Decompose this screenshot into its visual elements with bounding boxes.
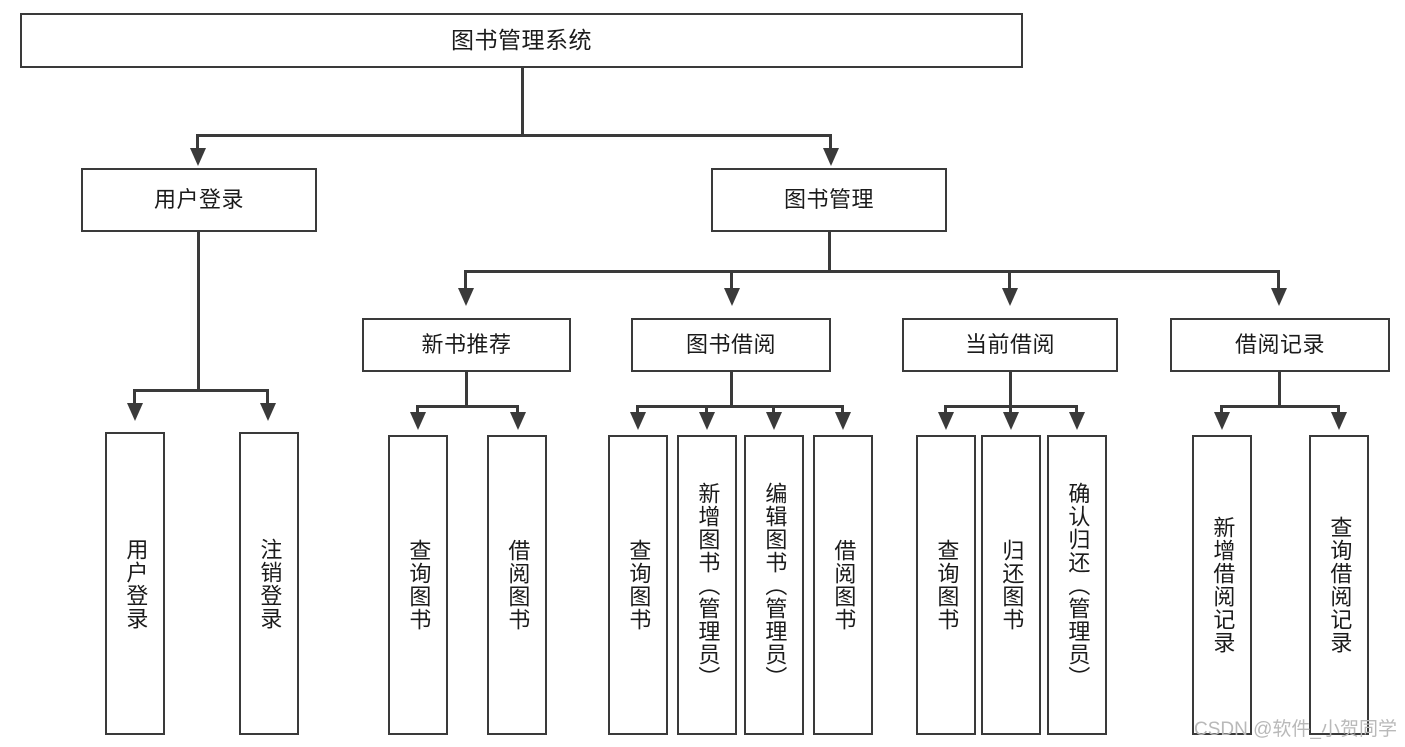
edge-level2-leg-2 bbox=[730, 270, 733, 290]
arrowhead-leaf-query-book-1 bbox=[410, 412, 426, 430]
leaf-add-book[interactable]: 新增图书（管理员） bbox=[677, 435, 737, 735]
arrowhead-leaf-add-book bbox=[699, 412, 715, 430]
node-label: 借阅图书 bbox=[505, 539, 531, 631]
arrowhead-leaf-logout-login bbox=[260, 403, 276, 421]
edge-bb-leg-2 bbox=[705, 405, 708, 417]
node-label: 借阅图书 bbox=[831, 539, 857, 631]
node-label: 查询图书 bbox=[626, 539, 652, 631]
arrowhead-leaf-confirm-return bbox=[1069, 412, 1085, 430]
leaf-query-book-3[interactable]: 查询图书 bbox=[916, 435, 976, 735]
watermark-text: CSDN @软件_小贺同学 bbox=[1194, 719, 1397, 740]
edge-br-bus bbox=[1220, 405, 1340, 408]
node-label: 编辑图书（管理员） bbox=[762, 481, 788, 689]
node-new-book-recommend[interactable]: 新书推荐 bbox=[362, 318, 571, 372]
edge-cb-trunk bbox=[1009, 372, 1012, 408]
node-label: 归还图书 bbox=[999, 539, 1025, 631]
leaf-query-book-2[interactable]: 查询图书 bbox=[608, 435, 668, 735]
node-label: 查询图书 bbox=[934, 539, 960, 631]
node-root-system[interactable]: 图书管理系统 bbox=[20, 13, 1023, 68]
node-label: 用户登录 bbox=[153, 186, 244, 212]
edge-level1-bus bbox=[196, 134, 832, 137]
edge-bb-leg-3 bbox=[772, 405, 775, 417]
node-label: 图书管理 bbox=[783, 186, 874, 212]
arrowhead-leaf-user-login bbox=[127, 403, 143, 421]
node-label: 查询借阅记录 bbox=[1327, 516, 1353, 654]
node-borrow-record[interactable]: 借阅记录 bbox=[1170, 318, 1390, 372]
arrowhead-leaf-borrow-book-2 bbox=[835, 412, 851, 430]
arrowhead-leaf-query-book-2 bbox=[630, 412, 646, 430]
node-label: 图书借阅 bbox=[685, 331, 776, 357]
edge-br-leg-1 bbox=[1220, 405, 1223, 417]
node-label: 借阅记录 bbox=[1234, 331, 1325, 357]
edge-bb-bus bbox=[636, 405, 844, 408]
node-label: 图书管理系统 bbox=[451, 26, 592, 53]
arrowhead-leaf-query-book-3 bbox=[938, 412, 954, 430]
leaf-query-record[interactable]: 查询借阅记录 bbox=[1309, 435, 1369, 735]
edge-book-management-trunk bbox=[828, 232, 831, 272]
leaf-borrow-book-2[interactable]: 借阅图书 bbox=[813, 435, 873, 735]
node-user-login[interactable]: 用户登录 bbox=[81, 168, 317, 232]
arrowhead-current-borrow bbox=[1002, 288, 1018, 306]
edge-br-trunk bbox=[1278, 372, 1281, 408]
arrowhead-leaf-add-record bbox=[1214, 412, 1230, 430]
leaf-query-book-1[interactable]: 查询图书 bbox=[388, 435, 448, 735]
edge-level2-leg-1 bbox=[464, 270, 467, 290]
edge-user-login-leg-1 bbox=[133, 389, 136, 405]
leaf-return-book[interactable]: 归还图书 bbox=[981, 435, 1041, 735]
edge-root-trunk bbox=[521, 68, 524, 136]
arrowhead-new-book-recommend bbox=[458, 288, 474, 306]
edge-nbr-bus bbox=[416, 405, 519, 408]
edge-level2-leg-4 bbox=[1277, 270, 1280, 290]
arrowhead-book-management bbox=[823, 148, 839, 166]
node-label: 当前借阅 bbox=[964, 331, 1055, 357]
leaf-add-record[interactable]: 新增借阅记录 bbox=[1192, 435, 1252, 735]
edge-to-book-management bbox=[829, 134, 832, 150]
arrowhead-leaf-query-record bbox=[1331, 412, 1347, 430]
node-label: 用户登录 bbox=[123, 537, 149, 630]
edge-bb-trunk bbox=[730, 372, 733, 408]
arrowhead-borrow-record bbox=[1271, 288, 1287, 306]
edge-br-leg-2 bbox=[1337, 405, 1340, 417]
node-book-management[interactable]: 图书管理 bbox=[711, 168, 947, 232]
edge-bb-leg-4 bbox=[841, 405, 844, 417]
edge-level2-leg-3 bbox=[1008, 270, 1011, 290]
edge-user-login-trunk bbox=[197, 232, 200, 392]
edge-cb-leg-3 bbox=[1075, 405, 1078, 417]
leaf-borrow-book-1[interactable]: 借阅图书 bbox=[487, 435, 547, 735]
edge-level2-bus bbox=[464, 270, 1280, 273]
edge-nbr-leg-1 bbox=[416, 405, 419, 417]
arrowhead-book-borrow bbox=[724, 288, 740, 306]
arrowhead-leaf-return-book bbox=[1003, 412, 1019, 430]
node-label: 确认归还（管理员） bbox=[1065, 481, 1091, 689]
node-current-borrow[interactable]: 当前借阅 bbox=[902, 318, 1118, 372]
node-label: 新增图书（管理员） bbox=[695, 481, 721, 689]
node-label: 新书推荐 bbox=[421, 331, 512, 357]
leaf-user-login[interactable]: 用户登录 bbox=[105, 432, 165, 735]
node-book-borrow[interactable]: 图书借阅 bbox=[631, 318, 831, 372]
edge-nbr-leg-2 bbox=[516, 405, 519, 417]
leaf-confirm-return[interactable]: 确认归还（管理员） bbox=[1047, 435, 1107, 735]
arrowhead-leaf-edit-book bbox=[766, 412, 782, 430]
edge-cb-leg-2 bbox=[1009, 405, 1012, 417]
leaf-logout-login[interactable]: 注销登录 bbox=[239, 432, 299, 735]
arrowhead-leaf-borrow-book-1 bbox=[510, 412, 526, 430]
edge-bb-leg-1 bbox=[636, 405, 639, 417]
edge-user-login-bus bbox=[133, 389, 269, 392]
edge-to-user-login bbox=[196, 134, 199, 150]
edge-cb-leg-1 bbox=[944, 405, 947, 417]
edge-nbr-trunk bbox=[465, 372, 468, 408]
leaf-edit-book[interactable]: 编辑图书（管理员） bbox=[744, 435, 804, 735]
node-label: 注销登录 bbox=[257, 537, 283, 630]
node-label: 新增借阅记录 bbox=[1210, 516, 1236, 654]
edge-user-login-leg-2 bbox=[266, 389, 269, 405]
node-label: 查询图书 bbox=[406, 539, 432, 631]
arrowhead-user-login bbox=[190, 148, 206, 166]
